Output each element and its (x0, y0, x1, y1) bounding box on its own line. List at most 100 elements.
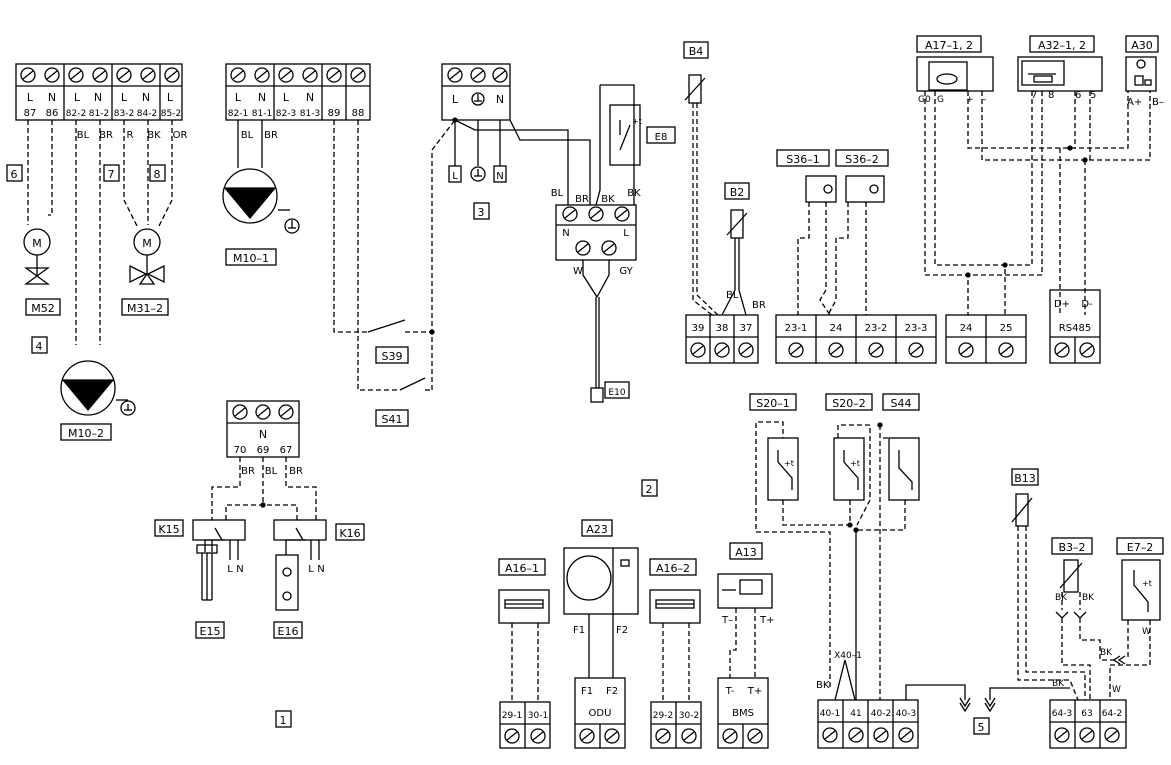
tb-num: 23-1 (785, 323, 808, 334)
wire-color: BR (575, 194, 589, 205)
pin-label: 6 (1075, 90, 1081, 101)
tb-num: 85-2 (161, 109, 181, 119)
callout-6: 6 (11, 168, 18, 181)
tb-num: 29-2 (653, 711, 673, 721)
tb-num: 64-3 (1052, 709, 1072, 719)
tb-num: 70 (234, 445, 247, 456)
wire-label: T– (721, 615, 733, 626)
label-E15: E15 (200, 625, 221, 638)
callout-8: 8 (154, 168, 161, 181)
label-X40: X40–1 (834, 651, 862, 661)
controllers-top-right: A17–1, 2 A32–1, 2 A30 G0 G + – 7 8 6 5 A… (916, 35, 1164, 364)
wire-color: BK (1055, 593, 1068, 603)
tb-label: N (496, 171, 503, 182)
wire-color: BL (77, 130, 90, 141)
tb-label: F1 (581, 686, 593, 697)
heater-E8-E10: N L BL BR BK BK W GY +t E10 E8 (551, 84, 676, 403)
label-S44: S44 (891, 397, 912, 410)
wire-color: BK (1082, 593, 1095, 603)
label-A32: A32–1, 2 (1038, 39, 1086, 52)
label-A30: A30 (1131, 39, 1153, 52)
tb-num: 81-2 (89, 109, 109, 119)
tb-label: D- (1081, 299, 1093, 310)
svg-text:+t: +t (632, 117, 642, 126)
wire-color: BK (601, 194, 615, 205)
tb-label: BMS (732, 708, 754, 719)
tb-label: N (259, 428, 267, 441)
label-E8: E8 (655, 132, 668, 143)
tb-num: 87 (24, 108, 37, 119)
wire-color: BL (551, 188, 564, 199)
label-A17: A17–1, 2 (925, 39, 973, 52)
label-B2: B2 (730, 186, 745, 199)
tb-num: 81-1 (252, 109, 272, 119)
tb-num: 64-2 (1102, 709, 1122, 719)
callout-4: 4 (36, 340, 43, 353)
tb-num: 86 (46, 108, 59, 119)
sensors-B13-B3-E7: B13 B3–2 BK BK BK BK E7–2 +t W W 64-3 63… (1011, 468, 1164, 749)
tb-label: L (235, 91, 242, 104)
tb-label: D+ (1054, 299, 1070, 310)
tb-num: 41 (850, 709, 861, 719)
callout-7: 7 (108, 168, 115, 181)
label-M52: M52 (31, 302, 55, 315)
pin-label: B– (1152, 97, 1164, 108)
tb-num: 82-3 (276, 109, 296, 119)
switches-S20-S44: S20–1 S20–2 S44 +t +t X40–1 BK 40-1 41 4… (749, 393, 1070, 749)
label-M10-1: M10–1 (233, 252, 269, 265)
pin-label: 5 (1090, 90, 1096, 101)
tb-label: N (496, 93, 504, 106)
label-S36-1: S36–1 (786, 153, 819, 166)
label-M31-2: M31–2 (127, 302, 163, 315)
label-S39: S39 (382, 350, 403, 363)
callout-5: 5 (978, 721, 985, 734)
tb-num: 40-3 (896, 709, 916, 719)
tb-label: T- (725, 686, 735, 697)
label-E10: E10 (608, 388, 625, 398)
tb-num: 30-2 (679, 711, 699, 721)
terminal-block-k: N 70 69 67 BR BL BR L N K15 E15 L N (154, 400, 365, 639)
tb-num: 84-2 (137, 109, 157, 119)
svg-text:L: L (308, 564, 314, 575)
switch-S41: S41 (375, 119, 456, 427)
tb-label: L (283, 91, 290, 104)
wire-color: BK (816, 680, 830, 691)
callout-2: 2 (646, 483, 653, 496)
wire-color: W (1112, 685, 1121, 695)
wire-color: BR (752, 300, 766, 311)
svg-text:+t: +t (1142, 579, 1152, 588)
wire-color: W (1142, 627, 1151, 637)
tb-label: L (623, 228, 629, 239)
tb-label: N (258, 91, 266, 104)
tb-label: L (74, 91, 81, 104)
tb-num: 23-2 (865, 323, 888, 334)
tb-label: L (121, 91, 128, 104)
wire-color: W (573, 266, 583, 277)
terminal-block-valves: L N L N L N L 87 86 82-2 81-2 83-2 84-2 … (15, 63, 187, 345)
tb-label: T+ (747, 686, 763, 697)
callout-1: 1 (280, 714, 287, 727)
wire-color: BL (241, 130, 254, 141)
tb-num: 67 (280, 445, 293, 456)
tb-num: 25 (1000, 323, 1013, 334)
tb-num: 63 (1081, 709, 1092, 719)
wire-color: R (127, 130, 134, 141)
label-S20-1: S20–1 (756, 397, 789, 410)
label-A16-2: A16–2 (656, 562, 690, 575)
tb-num: 30-1 (528, 711, 548, 721)
bottom-devices: A16–1 29-1 30-1 A23 F1 F2 F1 F2 ODU A16–… (498, 519, 775, 749)
label-S36-2: S36–2 (845, 153, 878, 166)
pump-M10-2: M10–2 (60, 360, 136, 441)
pin-label: + (966, 95, 974, 105)
tb-num: 40-1 (820, 709, 840, 719)
pin-label: G (937, 95, 944, 105)
wire-color: BL (265, 466, 278, 477)
label-S20-2: S20–2 (832, 397, 865, 410)
tb-label: N (48, 91, 56, 104)
wire-label: T+ (759, 615, 775, 626)
wire-label: F1 (573, 625, 585, 636)
tb-label: L (452, 93, 459, 106)
tb-num: 29-1 (502, 711, 522, 721)
tb-label: N (142, 91, 150, 104)
pin-label: 7 (1031, 90, 1037, 101)
